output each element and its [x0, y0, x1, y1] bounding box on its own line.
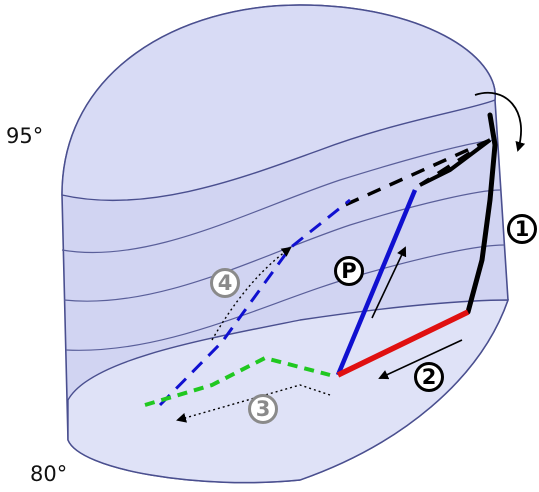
- blue-path: [335, 189, 418, 376]
- arrow-green-dotted: [176, 384, 331, 423]
- step-1-marker: 1: [507, 214, 537, 244]
- point-p-marker: P: [334, 256, 364, 286]
- contour-ring-1: [61, 139, 499, 254]
- rotation-arrow: [474, 91, 526, 152]
- red-path: [336, 309, 470, 378]
- arrow-along-red: [378, 339, 463, 380]
- black-top-segment: [419, 138, 492, 187]
- step-2-label: 2: [421, 364, 437, 389]
- step-4-label: 4: [217, 270, 233, 295]
- step-3-label: 3: [255, 396, 271, 421]
- arrow-up-blue: [371, 246, 407, 319]
- top-lid: [61, 4, 496, 202]
- contour-ring-2: [63, 189, 501, 302]
- green-dashed-path: [144, 355, 331, 407]
- angle-label-top: 95°: [6, 124, 44, 148]
- arrow-blue-dotted: [211, 246, 292, 341]
- point-p-label: P: [341, 258, 357, 283]
- black-path: [465, 112, 498, 315]
- contour-ring-3: [65, 244, 505, 351]
- step-3-marker: 3: [248, 394, 278, 424]
- step-4-marker: 4: [210, 268, 240, 298]
- blue-dashed-path: [158, 198, 351, 407]
- step-2-marker: 2: [414, 362, 444, 392]
- step-1-label: 1: [514, 216, 530, 241]
- angle-label-bottom: 80°: [30, 462, 68, 486]
